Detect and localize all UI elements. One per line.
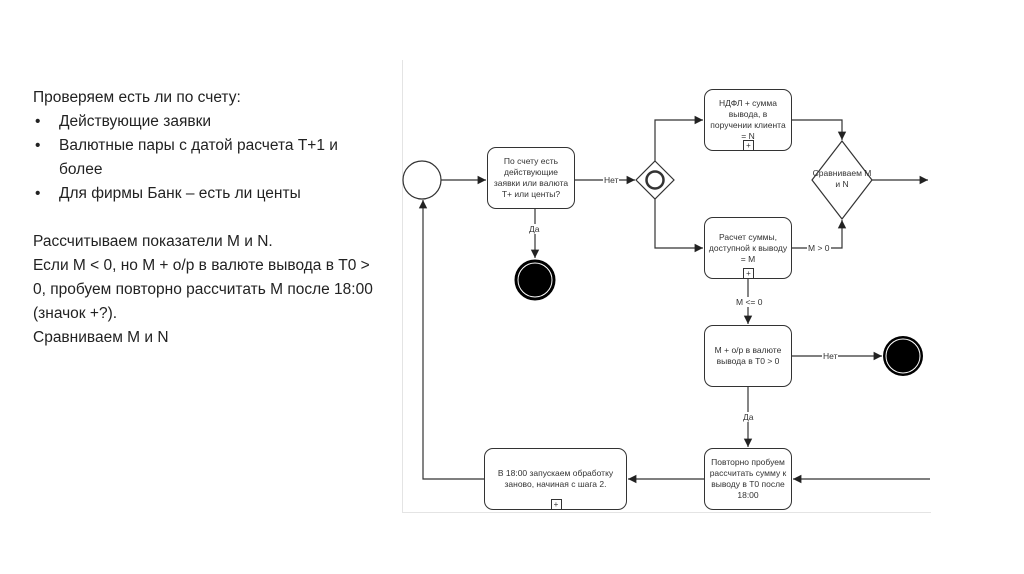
subprocess-plus-icon: + [550,499,562,510]
subprocess-plus-icon: + [743,140,754,151]
edge-label: Нет [822,351,839,361]
bullet-item: Действующие заявки [33,110,383,134]
task-ndfl[interactable]: НДФЛ + сумма вывода, в поручении клиента… [704,89,792,151]
task-check-orders[interactable]: По счету есть действующие заявки или вал… [487,147,575,209]
task-label: НДФЛ + сумма вывода, в поручении клиента… [710,98,786,141]
notes-para: Рассчитываем показатели M и N. [33,233,273,250]
notes-bullets: Действующие заявки Валютные пары с датой… [33,110,383,206]
bullet-item: Для фирмы Банк – есть ли центы [33,182,383,206]
edge-label: Да [528,224,541,234]
task-label: Расчет суммы, доступной к выводу = M [708,231,788,264]
task-label: По счету есть действующие заявки или вал… [493,156,569,199]
edge-label: M > 0 [807,243,831,253]
diagram-frame [402,60,931,513]
notes-para: Сравниваем M и N [33,329,169,346]
compare-label: Сравниваем M и N [812,168,872,189]
start-event [402,160,442,200]
edge-label: Нет [603,175,620,185]
task-label: Повторно пробуем рассчитать сумму к выво… [709,457,787,500]
notes-text: Проверяем есть ли по счету: Действующие … [33,86,383,350]
event-gateway [635,160,675,200]
task-m-plus-op[interactable]: M + о/р в валюте вывода в Т0 > 0 [704,325,792,387]
bullet-item: Валютные пары с датой расчета Т+1 и боле… [33,134,383,182]
task-calc-m[interactable]: Расчет суммы, доступной к выводу = M + [704,217,792,279]
edge-label: M <= 0 [735,297,764,307]
edge-label: Да [742,412,755,422]
notes-para: Если M < 0, но M + о/р в валюте вывода в… [33,257,373,322]
compare-gateway [811,140,873,220]
task-retry[interactable]: Повторно пробуем рассчитать сумму к выво… [704,448,792,510]
task-restart[interactable]: В 18:00 запускаем обработку заново, начи… [484,448,627,510]
task-label: В 18:00 запускаем обработку заново, начи… [497,468,614,489]
notes-intro: Проверяем есть ли по счету: [33,89,241,106]
task-label: M + о/р в валюте вывода в Т0 > 0 [714,345,782,366]
subprocess-plus-icon: + [743,268,754,279]
